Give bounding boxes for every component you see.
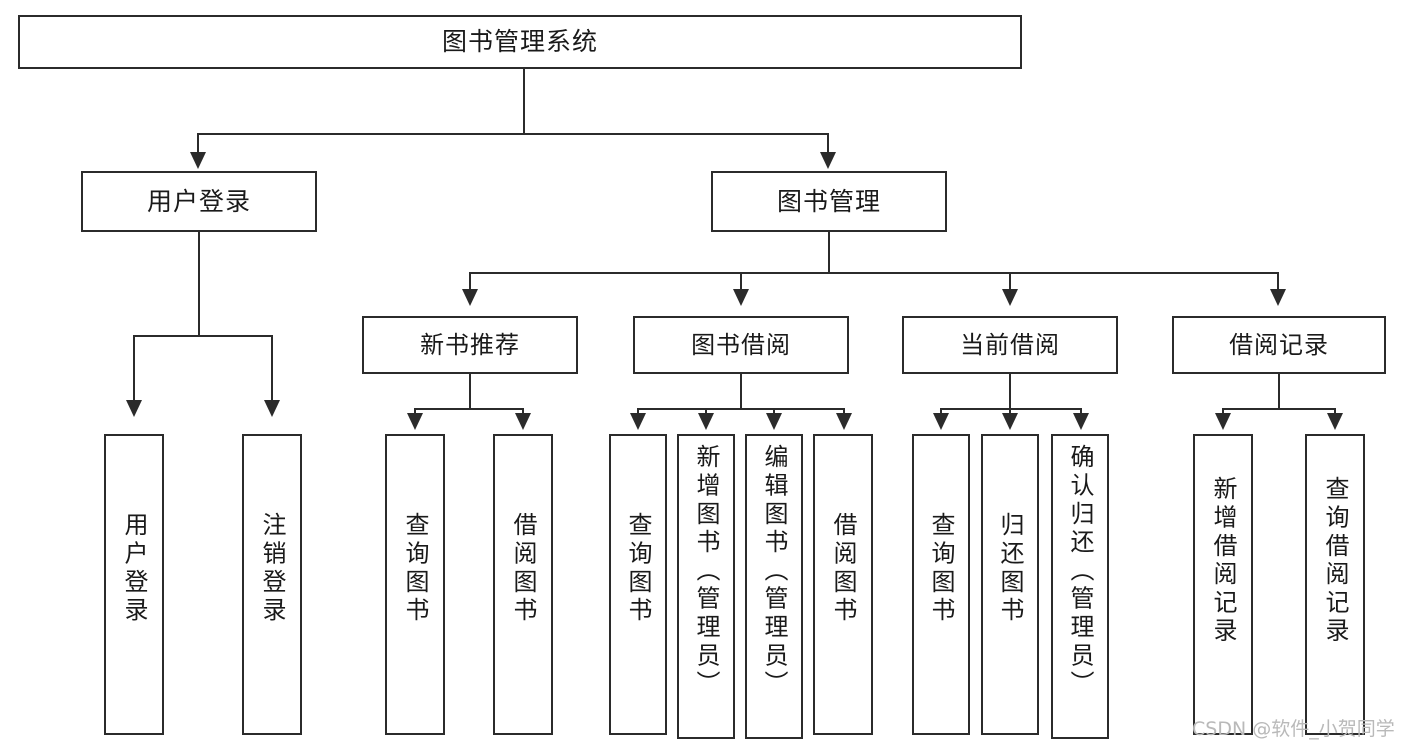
node-label: 用户登录 — [120, 512, 148, 626]
leaf-edit-book[interactable]: 编辑图书（管理员） — [745, 434, 803, 739]
node-label: 查询借阅记录 — [1321, 476, 1349, 646]
arrow-to-leaf-confirm-return — [1073, 413, 1089, 430]
connector-book-management-bus — [469, 272, 1279, 274]
connector-root-bus — [197, 133, 829, 135]
connector-bm-leg-3 — [1009, 272, 1011, 294]
connector-bm-leg-2 — [740, 272, 742, 294]
arrow-to-leaf-return-book — [1002, 413, 1018, 430]
node-label: 新增借阅记录 — [1209, 476, 1237, 646]
arrow-to-leaf-query-book-1 — [407, 413, 423, 430]
connector-user-login-bus — [133, 335, 272, 337]
connector-root-to-user-login — [197, 133, 199, 160]
leaf-query-book-3[interactable]: 查询图书 — [912, 434, 970, 735]
node-label: 图书管理系统 — [441, 27, 598, 57]
arrow-to-new-book-recommend — [462, 289, 478, 306]
arrow-to-leaf-edit-book — [766, 413, 782, 430]
leaf-borrow-book-2[interactable]: 借阅图书 — [813, 434, 873, 735]
connector-user-login-leg-2 — [271, 335, 273, 405]
arrow-to-book-borrow — [733, 289, 749, 306]
connector-bm-leg-1 — [469, 272, 471, 294]
arrow-to-borrow-record — [1270, 289, 1286, 306]
connector-user-login-leg-1 — [133, 335, 135, 405]
leaf-query-book-1[interactable]: 查询图书 — [385, 434, 445, 735]
arrow-to-book-management — [820, 152, 836, 169]
leaf-query-record[interactable]: 查询借阅记录 — [1305, 434, 1365, 735]
node-label: 借阅图书 — [509, 512, 537, 626]
node-label: 查询图书 — [624, 512, 652, 626]
node-book-management-system[interactable]: 图书管理系统 — [18, 15, 1022, 69]
node-label: 新书推荐 — [420, 330, 520, 359]
node-borrow-record[interactable]: 借阅记录 — [1172, 316, 1386, 374]
connector-user-login-down — [198, 232, 200, 336]
arrow-to-user-login — [190, 152, 206, 169]
node-current-borrow[interactable]: 当前借阅 — [902, 316, 1118, 374]
leaf-user-login[interactable]: 用户登录 — [104, 434, 164, 735]
connector-root-down — [523, 69, 525, 134]
node-book-borrow[interactable]: 图书借阅 — [633, 316, 849, 374]
node-label: 查询图书 — [927, 512, 955, 626]
node-new-book-recommend[interactable]: 新书推荐 — [362, 316, 578, 374]
node-label: 借阅记录 — [1229, 330, 1329, 359]
node-book-management[interactable]: 图书管理 — [711, 171, 947, 232]
arrow-to-leaf-borrow-book-2 — [836, 413, 852, 430]
arrow-to-leaf-logout — [264, 400, 280, 417]
connector-bb-down — [740, 374, 742, 410]
connector-nbr-bus — [414, 408, 524, 410]
node-label: 归还图书 — [996, 512, 1024, 626]
arrow-to-leaf-add-record — [1215, 413, 1231, 430]
connector-root-to-book-management — [827, 133, 829, 160]
node-label: 用户登录 — [146, 186, 251, 216]
node-label: 确认归还（管理员） — [1066, 444, 1094, 699]
leaf-add-record[interactable]: 新增借阅记录 — [1193, 434, 1253, 735]
connector-cb-down — [1009, 374, 1011, 410]
arrow-to-leaf-borrow-book-1 — [515, 413, 531, 430]
leaf-return-book[interactable]: 归还图书 — [981, 434, 1039, 735]
arrow-to-leaf-add-book — [698, 413, 714, 430]
node-label: 当前借阅 — [960, 330, 1060, 359]
connector-book-management-down — [828, 232, 830, 274]
node-label: 图书借阅 — [691, 330, 791, 359]
node-label: 注销登录 — [258, 512, 286, 626]
connector-br-bus — [1222, 408, 1336, 410]
arrow-to-current-borrow — [1002, 289, 1018, 306]
connector-cb-bus — [940, 408, 1082, 410]
leaf-confirm-return[interactable]: 确认归还（管理员） — [1051, 434, 1109, 739]
node-label: 新增图书（管理员） — [692, 444, 720, 699]
node-label: 编辑图书（管理员） — [760, 444, 788, 699]
arrow-to-leaf-query-book-3 — [933, 413, 949, 430]
arrow-to-leaf-query-record — [1327, 413, 1343, 430]
connector-br-down — [1278, 374, 1280, 410]
leaf-logout[interactable]: 注销登录 — [242, 434, 302, 735]
node-label: 查询图书 — [401, 512, 429, 626]
leaf-query-book-2[interactable]: 查询图书 — [609, 434, 667, 735]
arrow-to-leaf-query-book-2 — [630, 413, 646, 430]
node-label: 图书管理 — [776, 186, 881, 216]
leaf-borrow-book-1[interactable]: 借阅图书 — [493, 434, 553, 735]
connector-bm-leg-4 — [1277, 272, 1279, 294]
leaf-add-book[interactable]: 新增图书（管理员） — [677, 434, 735, 739]
node-label: 借阅图书 — [829, 512, 857, 626]
node-user-login[interactable]: 用户登录 — [81, 171, 317, 232]
arrow-to-leaf-user-login — [126, 400, 142, 417]
connector-bb-bus — [637, 408, 845, 410]
csdn-watermark: CSDN @软件_小贺同学 — [1192, 718, 1395, 740]
connector-nbr-down — [469, 374, 471, 410]
